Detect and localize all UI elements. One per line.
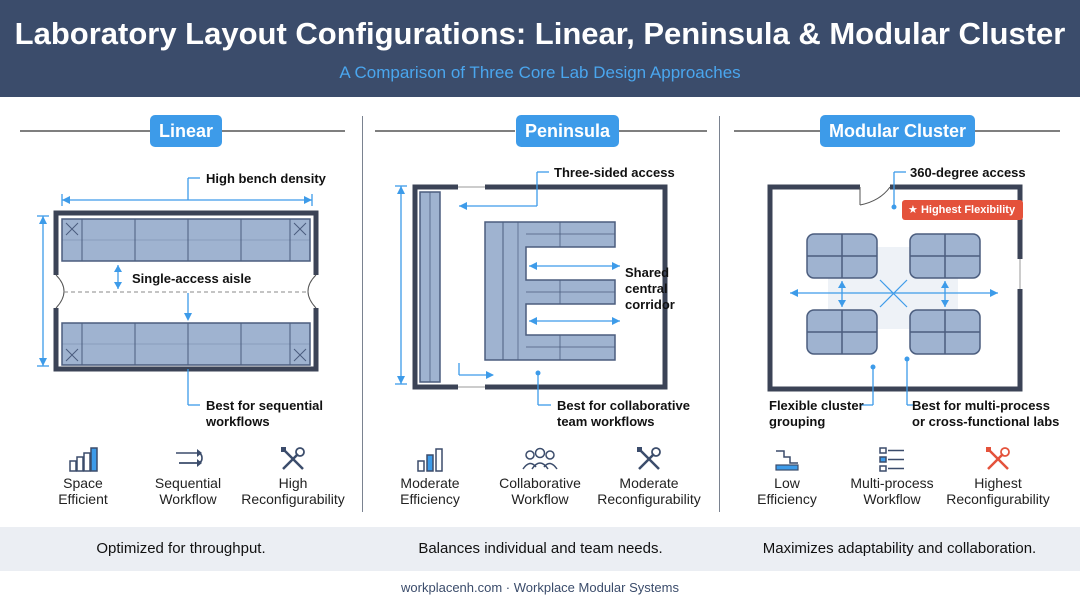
cluster-layout-diagram xyxy=(734,130,1060,406)
tools-icon xyxy=(637,447,661,470)
peninsula-label-best-for-1: Best for collaborative xyxy=(557,398,690,413)
header-banner xyxy=(0,0,1080,97)
cluster-summary: Maximizes adaptability and collaboration… xyxy=(762,540,1037,557)
multi-process-icon xyxy=(879,447,904,472)
peninsula-label-corridor-2: central xyxy=(625,281,668,296)
linear-layout-diagram xyxy=(20,130,345,406)
page-title: Laboratory Layout Configurations: Linear… xyxy=(14,16,1066,51)
linear-label-bench-density: High bench density xyxy=(206,171,326,186)
star-icon: ★ xyxy=(908,204,918,216)
page-subtitle: A Comparison of Three Core Lab Design Ap… xyxy=(339,63,741,82)
footer-credit: workplacenh.com · Workplace Modular Syst… xyxy=(401,580,679,595)
summary-bar xyxy=(0,527,1080,571)
bar-chart-icon xyxy=(417,448,443,472)
peninsula-title-badge: Peninsula xyxy=(516,115,620,147)
peninsula-label-corridor-3: corridor xyxy=(625,297,675,312)
tools-icon xyxy=(986,447,1010,470)
peninsula-label-best-for-2: team workflows xyxy=(557,414,655,429)
linear-label-best-for-1: Best for sequential xyxy=(206,398,324,413)
peninsula-summary: Balances individual and team needs. xyxy=(418,540,663,557)
bench-cluster-bottom-right xyxy=(909,309,981,355)
sequential-arrows-icon xyxy=(176,449,203,467)
column-divider xyxy=(719,116,720,512)
bench-cluster-top-right xyxy=(909,233,981,279)
cluster-label-flexible-1: Flexible cluster xyxy=(769,398,864,413)
peninsula-label-corridor-1: Shared xyxy=(625,265,670,280)
cluster-label-best-for-2: or cross-functional labs xyxy=(912,414,1060,429)
linear-title-badge: Linear xyxy=(150,115,223,147)
highest-flexibility-badge: ★ Highest Flexibility xyxy=(902,200,1024,220)
cluster-label-best-for-1: Best for multi-process xyxy=(912,398,1050,413)
linear-label-best-for-2: workflows xyxy=(206,414,270,429)
bench-cluster-bottom-left xyxy=(806,309,878,355)
cluster-title-badge: Modular Cluster xyxy=(820,115,976,147)
low-efficiency-icon xyxy=(775,450,799,471)
bar-chart-icon xyxy=(69,447,98,472)
tools-icon xyxy=(281,447,305,470)
bench-cluster-top-left xyxy=(806,233,878,279)
linear-label-aisle: Single-access aisle xyxy=(129,271,255,287)
team-icon xyxy=(522,447,558,470)
linear-summary: Optimized for throughput. xyxy=(96,540,266,557)
cluster-label-flexible-2: grouping xyxy=(769,414,826,429)
cluster-label-360-access: 360-degree access xyxy=(910,165,1026,180)
peninsula-label-three-sided: Three-sided access xyxy=(554,165,675,180)
peninsula-layout-diagram xyxy=(375,130,707,406)
column-divider xyxy=(362,116,363,512)
